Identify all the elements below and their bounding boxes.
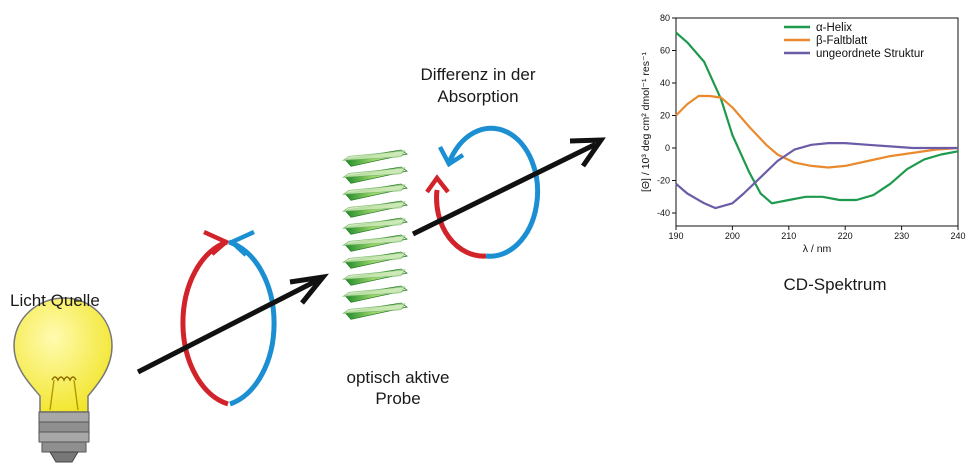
x-tick-label: 220 — [838, 231, 853, 241]
helix-strand-back — [341, 286, 406, 297]
incident-beam-arrow — [136, 273, 329, 375]
series-line-0 — [675, 31, 959, 205]
y-tick-label: 60 — [660, 46, 670, 56]
legend-label: α-Helix — [816, 22, 852, 34]
helix-strand-back — [341, 184, 406, 195]
helix-strand-back — [341, 252, 406, 263]
helix-strand-back — [341, 235, 406, 246]
light-bulb-icon — [13, 297, 113, 463]
y-tick-label: -20 — [657, 176, 670, 186]
x-tick-label: 240 — [950, 231, 965, 241]
series-line-2 — [675, 142, 958, 210]
helix-sample-icon — [341, 149, 409, 320]
x-axis-label: λ / nm — [803, 243, 832, 255]
spectrum-caption: CD-Spektrum — [784, 275, 887, 294]
transmitted-beam-arrow — [411, 137, 606, 237]
x-tick-label: 200 — [725, 231, 740, 241]
helix-strand-back — [341, 167, 406, 178]
right-polarization-circle — [425, 125, 541, 259]
legend-label: β-Faltblatt — [816, 35, 868, 47]
helix-strand-back — [341, 269, 406, 280]
helix-strand-back — [341, 150, 406, 161]
helix-strand-back — [341, 218, 406, 229]
difference-label-line2: Absorption — [437, 87, 518, 106]
y-tick-label: 80 — [660, 13, 670, 23]
helix-strand-back — [341, 303, 406, 314]
helix-strand-back — [341, 201, 406, 212]
x-tick-label: 230 — [894, 231, 909, 241]
left-polarization-circle — [180, 229, 277, 407]
difference-label-line1: Differenz in der — [421, 65, 536, 84]
series-line-1 — [675, 94, 959, 169]
legend-label: ungeordnete Struktur — [816, 48, 924, 60]
plot-frame — [675, 17, 959, 227]
sample-label-line2: Probe — [375, 389, 420, 408]
y-tick-label: 20 — [660, 111, 670, 121]
x-tick-label: 210 — [781, 231, 796, 241]
y-tick-label: -40 — [657, 208, 670, 218]
light-source-label: Licht Quelle — [10, 291, 100, 310]
cd-spectrum-chart: 190 200 210 220 230 240 -40 -20 0 20 40 60 80 λ / nm [… — [640, 13, 966, 255]
x-tick-label: 190 — [668, 231, 683, 241]
sample-label-line1: optisch aktive — [347, 368, 450, 387]
y-tick-label: 0 — [665, 143, 670, 153]
y-axis-label: [Θ] / 10³ deg cm² dmol⁻¹ res⁻¹ — [640, 51, 652, 192]
y-tick-label: 40 — [660, 78, 670, 88]
